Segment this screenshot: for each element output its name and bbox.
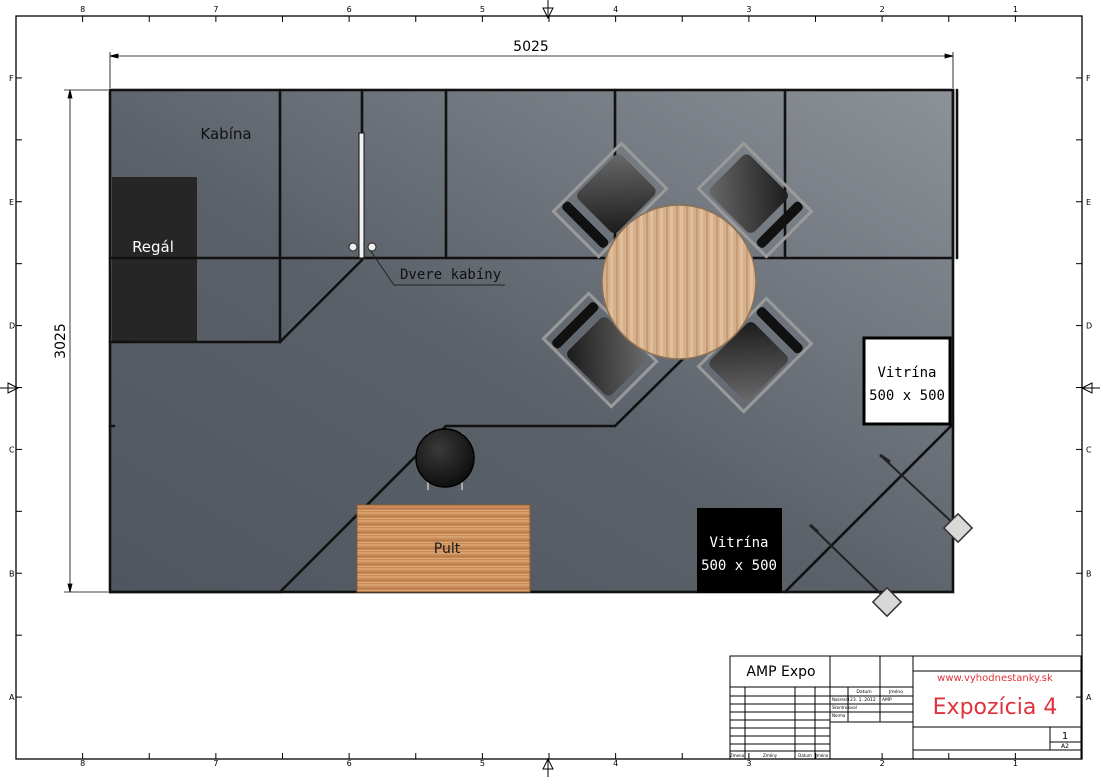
center-mark-right [1080,382,1100,394]
shelf-label: Regál [132,238,174,256]
frame-column-label: 5 [480,5,485,14]
vitrine-right: Vitrína 500 x 500 [862,336,952,426]
frame-column-label: 6 [347,759,352,768]
spotlight-bottom [809,523,903,618]
frame-column-label: 8 [80,759,85,768]
vitrine-bottom: Vitrína 500 x 500 [697,508,782,593]
frame-row-label: C [1086,445,1092,454]
frame-row-label: F [1086,74,1091,83]
counter-label: Pult [434,541,461,557]
frame-row-label: D [9,322,15,331]
col-date-header: Datum [856,689,871,695]
frame-row-label: B [1086,569,1092,578]
center-mark-left [0,382,20,394]
door-handle-left [348,242,358,252]
bar-stool [415,428,475,490]
dimension-width [109,52,954,88]
frame-column-label: 2 [880,5,885,14]
door-handle-right [367,242,377,252]
vitrine-right-size: 500 x 500 [869,388,945,404]
table-set [541,141,814,414]
dimension-height [64,89,108,593]
frame-row-label: E [1086,198,1091,207]
frame-column-label: 4 [613,5,618,14]
frame-column-label: 1 [1013,5,1018,14]
cabin-door [348,132,377,259]
frame-column-label: 7 [213,5,218,14]
sheet-number: 1 [1062,731,1068,742]
frame-row-label: D [1086,322,1092,331]
row1-date: 23. 1. 2012 [850,697,876,703]
vitrine-bottom-title: Vitrína [709,535,768,551]
website-text: www.vyhodnestanky.sk [937,673,1053,684]
frame-row-label: A [9,693,15,702]
dimension-width-label: 5025 [513,39,549,55]
spotlight-right [879,453,974,544]
row3-label: Norma [832,713,846,718]
frame-column-label: 3 [746,759,751,768]
bottom-col4: Jméno [815,753,829,758]
drawing-title: Expozícia 4 [933,695,1058,720]
frame-row-label: B [9,569,15,578]
vitrine-right-title: Vitrína [877,365,936,381]
frame-column-label: 8 [80,5,85,14]
frame-column-label: 3 [746,5,751,14]
frame-row-label: E [9,198,14,207]
dimension-height-label: 3025 [53,323,69,359]
bottom-col1: Zmena [730,753,745,758]
company-name: AMP Expo [746,664,815,680]
sheet-format: A2 [1061,743,1069,750]
frame-column-label: 4 [613,759,618,768]
row2-label: Skontroloval [832,705,857,710]
bottom-col2: Změny [763,753,778,758]
frame-column-label: 6 [347,5,352,14]
frame-column-label: 2 [880,759,885,768]
frame-column-label: 7 [213,759,218,768]
chair-top-right [696,141,814,259]
title-block [729,655,1082,760]
frame-column-label: 5 [480,759,485,768]
col-name-header: Jméno [888,688,903,695]
row1-name: AMP [882,697,892,703]
door-leader [369,249,505,286]
round-table [601,204,757,360]
frame-column-label: 1 [1013,759,1018,768]
row1-label: Nakreslil [832,697,849,702]
counter: Pult [356,504,531,593]
vitrine-bottom-size: 500 x 500 [701,558,777,574]
frame-row-label: A [1086,693,1092,702]
frame-row-label: F [9,74,14,83]
cabin-door-label: Dvere kabíny [400,267,501,283]
center-mark-top [542,0,554,20]
cabin-label: Kabína [200,125,251,143]
chair-top-left [551,141,669,259]
bottom-col3: Datum [798,753,812,758]
center-mark-bottom [542,757,554,777]
frame-row-label: C [9,445,15,454]
